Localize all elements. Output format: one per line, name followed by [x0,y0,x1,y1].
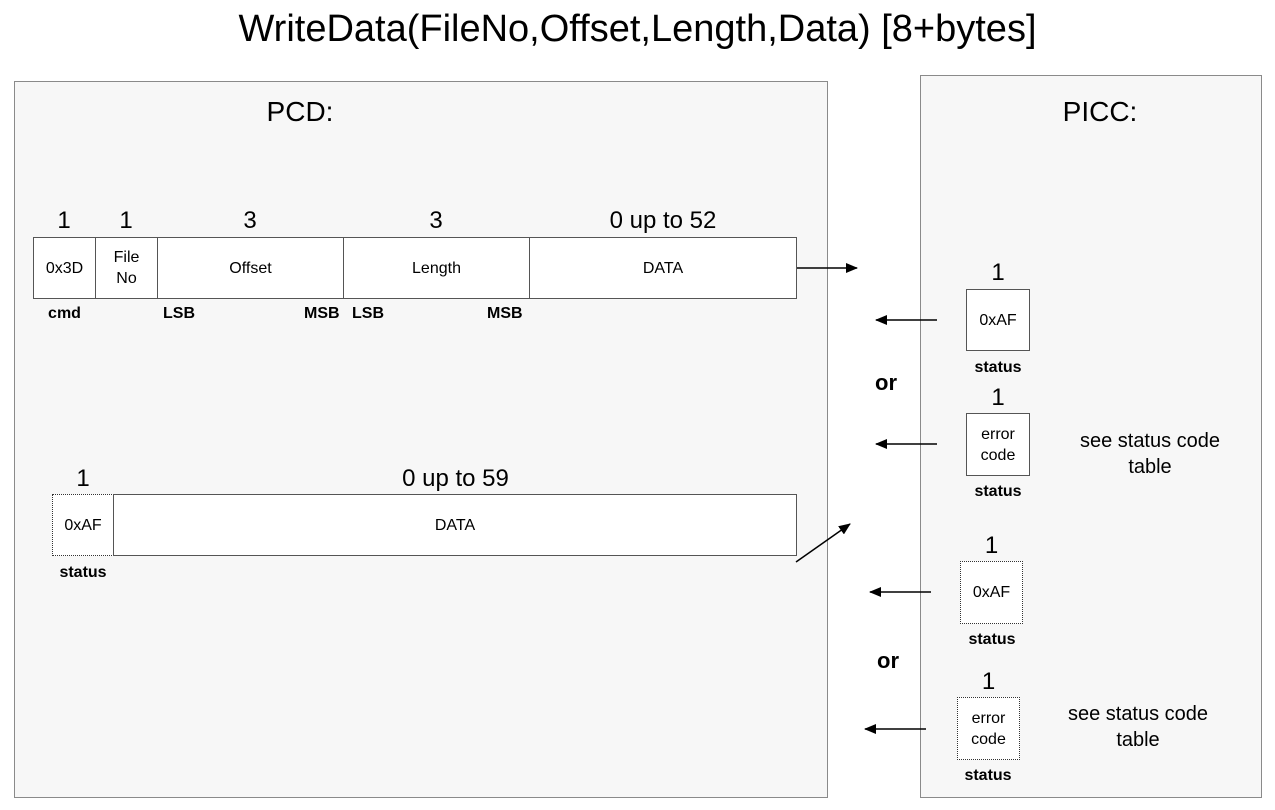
picc-response3-cell: 0xAF [960,561,1023,624]
picc-response3-size: 1 [984,532,999,559]
cmd-size: 1 [57,207,71,234]
picc-response2-size: 1 [991,384,1005,411]
continuation-status-size: 1 [76,465,90,492]
or-label-1: or [875,370,897,395]
continuation-data-size: 0 up to 59 [402,465,509,492]
cmd-cell: 0x3D [33,237,96,299]
data-size: 0 up to 52 [609,207,717,234]
or-label-2: or [877,648,899,673]
continuation-status-label: status [59,564,107,581]
cmd-label: cmd [48,305,81,322]
continuation-send-arrow [795,523,851,563]
picc-response2-cell: error code [966,413,1030,476]
picc-response4-note: see status code table [1067,703,1209,751]
picc-response2-note: see status code table [1079,430,1221,478]
continuation-data-cell: DATA [113,494,797,556]
picc-response1-cell: 0xAF [966,289,1030,351]
picc-title: PICC: [1062,96,1138,127]
offset-lsb-label: LSB [163,305,195,322]
offset-size: 3 [243,207,257,234]
picc-response1-size: 1 [991,259,1005,286]
offset-cell: Offset [157,237,344,299]
picc-response3-label: status [968,631,1016,648]
picc-response4-label: status [964,767,1012,784]
fileno-cell: File No [95,237,158,299]
length-msb-label: MSB [487,305,523,322]
pcd-title: PCD: [266,96,334,127]
offset-msb-label: MSB [304,305,340,322]
length-size: 3 [429,207,443,234]
picc-response1-label: status [974,359,1022,376]
fileno-size: 1 [119,207,133,234]
picc-response2-label: status [974,483,1022,500]
diagram-title: WriteData(FileNo,Offset,Length,Data) [8+… [238,8,1037,50]
length-lsb-label: LSB [352,305,384,322]
data-cell: DATA [529,237,797,299]
continuation-status-cell: 0xAF [52,494,114,556]
picc-response4-size: 1 [981,668,996,695]
picc-response4-cell: error code [957,697,1020,760]
pcd-panel [14,81,828,798]
